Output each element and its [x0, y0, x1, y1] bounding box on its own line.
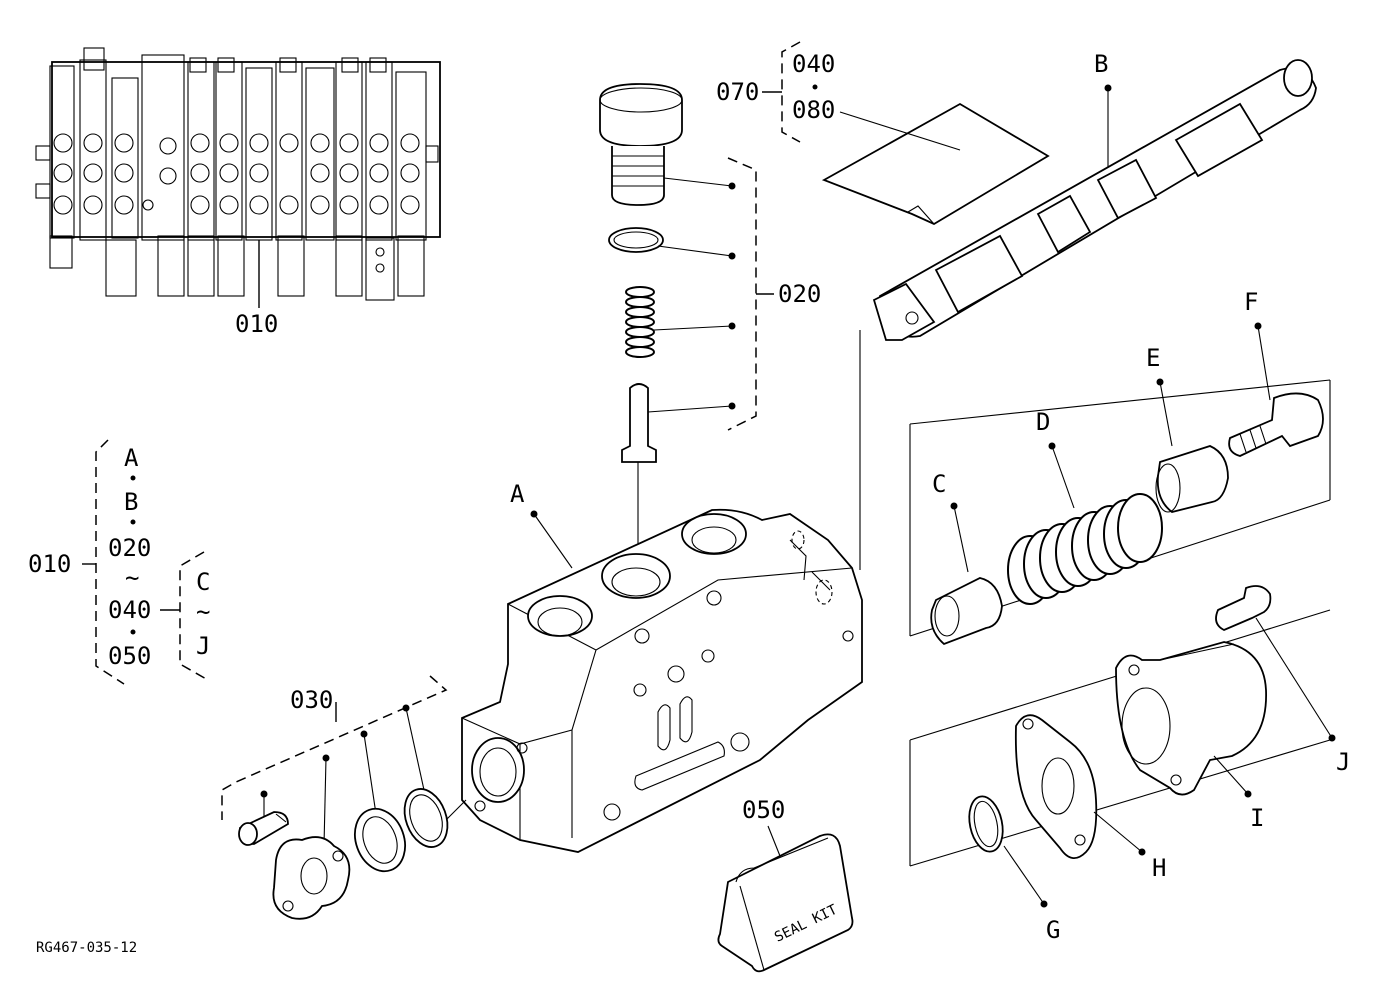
part-g-o-ring — [968, 795, 1004, 853]
port-3 — [681, 513, 747, 555]
subgroup-item-c: C — [196, 568, 210, 596]
assembly-item-020: 020 — [108, 534, 151, 562]
assembly-item-050: 050 — [108, 642, 151, 670]
assembly-item-a: A — [124, 444, 139, 472]
kit-030: 030 — [221, 675, 467, 920]
relief-valve-kit-020: 020 — [599, 83, 821, 570]
relief-spring — [625, 286, 655, 358]
part-label-b: B — [1094, 50, 1108, 78]
thumbnail-label: 010 — [235, 310, 278, 338]
assembly-bracket: 010 A B 020 ~ 040 050 C ~ J — [28, 439, 210, 685]
assembly-item-tilde: ~ — [125, 564, 139, 592]
part-label-a: A — [510, 480, 525, 508]
assembly-item-040: 040 — [108, 596, 151, 624]
assembly-label: 010 — [28, 550, 71, 578]
spool-assembly-b: B — [859, 50, 1317, 570]
valve-block-thumbnail: 010 — [35, 47, 441, 338]
part-label-c: C — [932, 470, 946, 498]
seal-ring-030 — [354, 807, 406, 873]
thumbnail-solenoids — [49, 47, 425, 301]
part-i-cover — [1115, 641, 1267, 796]
seal-kit-050: 050 SEAL KIT — [717, 796, 854, 973]
kit-050-label: 050 — [742, 796, 785, 824]
kit-070-label: 070 — [716, 78, 759, 106]
spring-group: C D E F — [909, 288, 1331, 646]
part-j-bolt — [1215, 585, 1272, 631]
part-d-spring — [1007, 493, 1163, 605]
part-label-d: D — [1036, 408, 1050, 436]
kit-070-item-040: 040 — [792, 50, 835, 78]
kit-070-item-080: 080 — [792, 96, 835, 124]
subgroup-item-j: J — [196, 632, 210, 660]
part-label-h: H — [1152, 854, 1166, 882]
port-2 — [601, 553, 671, 599]
seal-kit-package — [717, 833, 854, 973]
thumbnail-ports — [53, 133, 420, 215]
part-e-bushing — [1156, 445, 1229, 513]
kit-070: 070 040 080 — [716, 41, 1050, 226]
kit-020-label: 020 — [778, 280, 821, 308]
port-1 — [527, 595, 593, 637]
relief-poppet — [621, 383, 657, 463]
o-ring-030 — [403, 788, 449, 848]
kit-030-label: 030 — [290, 686, 333, 714]
part-c-bushing — [930, 577, 1003, 646]
reference-code: RG467-035-12 — [36, 940, 137, 956]
subgroup-item-tilde: ~ — [196, 598, 210, 626]
cover-plate-030 — [272, 836, 351, 920]
valve-body-a: A — [461, 480, 863, 853]
side-port — [471, 737, 525, 803]
part-f-bolt — [1228, 392, 1324, 457]
part-label-j: J — [1336, 748, 1350, 776]
part-label-i: I — [1250, 804, 1264, 832]
relief-cap — [599, 83, 683, 147]
assembly-item-b: B — [124, 488, 138, 516]
document-sheet — [821, 102, 1050, 226]
part-label-f: F — [1244, 288, 1258, 316]
part-label-e: E — [1146, 344, 1160, 372]
cover-group: G H I J — [909, 585, 1350, 944]
part-h-gasket — [1014, 714, 1098, 859]
part-label-g: G — [1046, 916, 1060, 944]
spool-clevis — [872, 282, 936, 341]
